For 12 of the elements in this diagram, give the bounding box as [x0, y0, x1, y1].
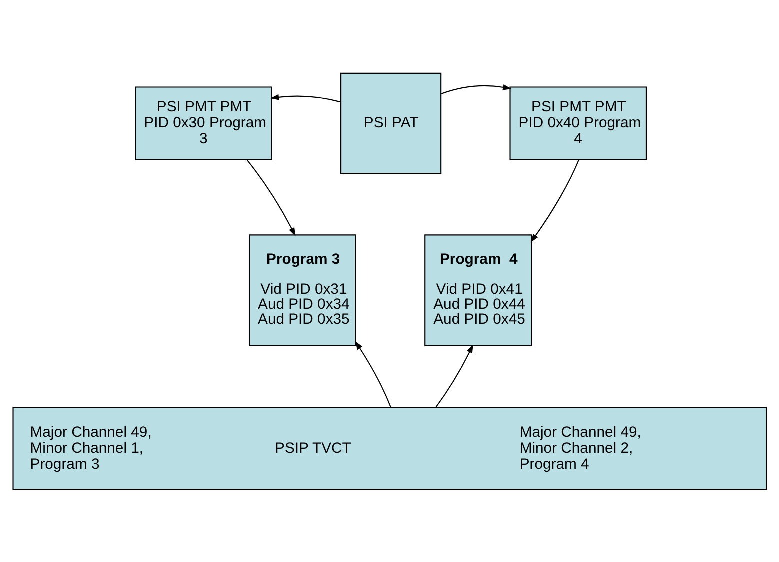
- arrow: [270, 94, 341, 102]
- node-box: Program 3 Vid PID 0x31 Aud PID 0x34 Aud PID 0x35: [248, 234, 356, 346]
- arrow: [435, 344, 473, 408]
- node-box: Program 4 Vid PID 0x41 Aud PID 0x44 Aud PID 0x45: [424, 234, 532, 346]
- arrow: [354, 340, 391, 407]
- node-box: PSI PMT PMT PID 0x30 Program 3: [134, 86, 272, 160]
- arrow: [440, 84, 512, 94]
- arrow: [246, 159, 296, 236]
- arrow: [530, 159, 579, 242]
- node-box: PSI PMT PMT PID 0x40 Program 4: [509, 86, 647, 160]
- node-box: PSI PAT: [340, 72, 442, 174]
- node-box: Major Channel 49, Minor Channel 1, Program 3 PSIP TVCT Major Channel 49, Minor Channel 2, Program 4: [12, 406, 767, 490]
